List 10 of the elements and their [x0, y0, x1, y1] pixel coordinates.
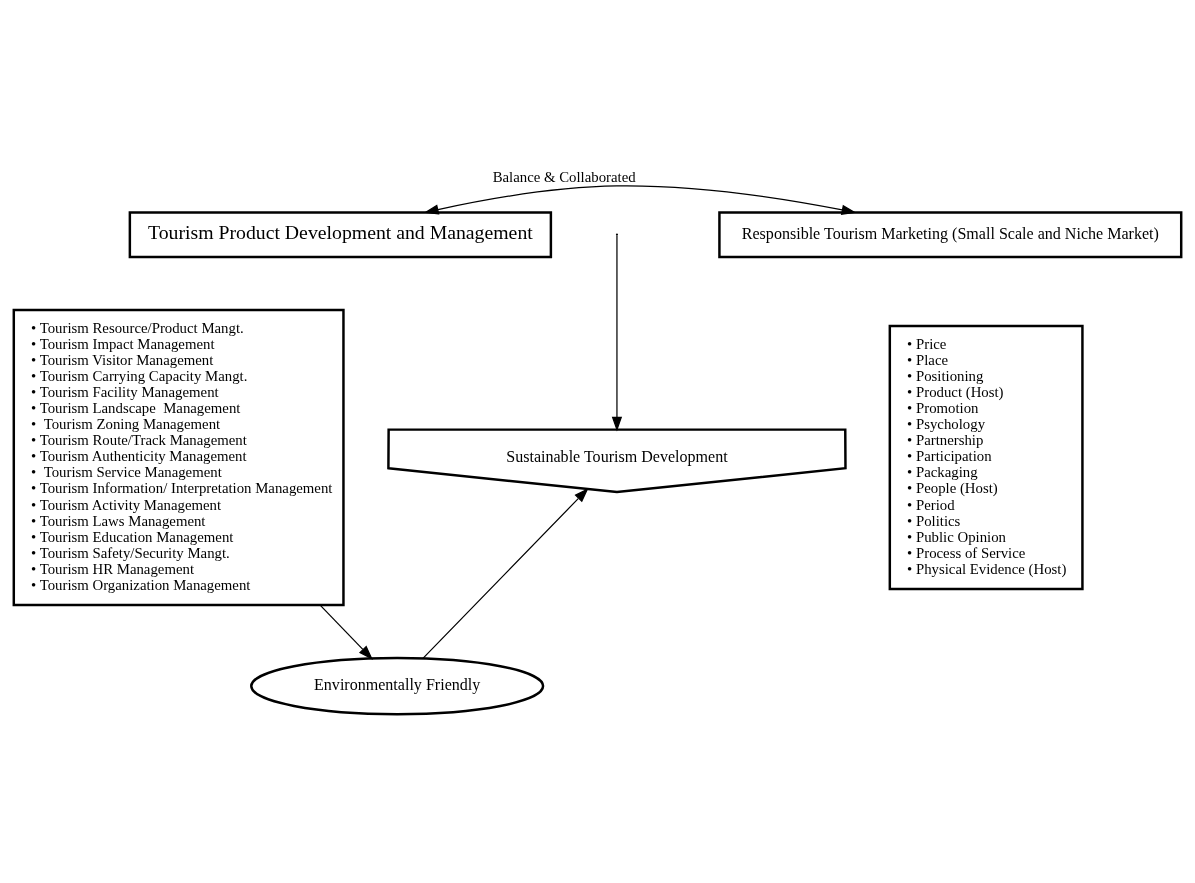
arrow — [319, 604, 373, 660]
node-box: • Price • Place • Positioning • Product (Host) • Promotion • Psychology • Partnership • Participation • Packaging • People (Host) • Period • Politics • Public Opinion • Process of Service • Physical Evidence (Host) — [888, 324, 1084, 590]
arrow — [611, 234, 623, 431]
node-ellipse: Environmentally Friendly — [250, 656, 545, 715]
node-box: • Tourism Resource/Product Mangt. • Tourism Impact Management • Tourism Visitor Management • Tourism Carrying Capacity Mangt. • Tourism Facility Management • Tourism Landscape Management • Tourism Zoning Management • Tourism Route/Track Management • Tourism Authenticity Management • Tourism Service Management • Tourism Information/ Interpretation Management • Tourism Activity Management • Tourism Laws Management • Tourism Education Management • Tourism Safety/Security Mangt. • Tourism HR Management • Tourism Organization Management — [12, 308, 345, 606]
arrow — [422, 487, 589, 659]
node-box: Responsible Tourism Marketing (Small Scale and Niche Market) — [718, 210, 1183, 258]
edge-label: Balance & Collaborated — [492, 168, 636, 185]
node-box: Tourism Product Development and Management — [128, 210, 553, 258]
arrow — [423, 184, 857, 215]
